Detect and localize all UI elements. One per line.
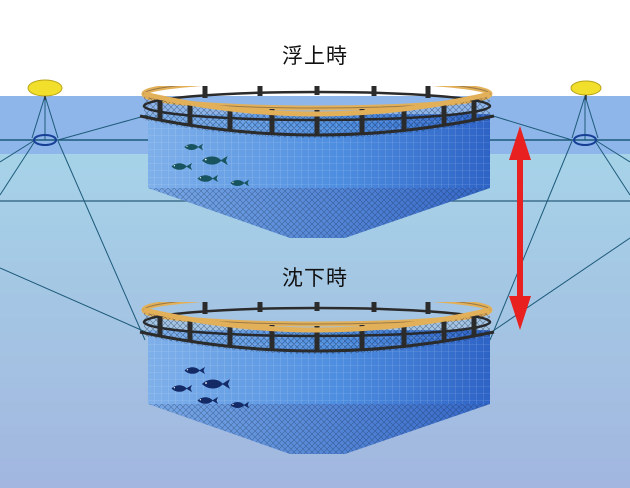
- sky: [0, 0, 630, 96]
- buoy-right-icon: [570, 80, 602, 100]
- float-ring-left-icon: [33, 134, 57, 146]
- buoy-left-icon: [27, 79, 63, 100]
- float-ring-right-icon: [573, 134, 597, 146]
- double-arrow-icon: [509, 126, 531, 330]
- label-submerged: 沈下時: [282, 266, 348, 290]
- label-floating: 浮上時: [282, 44, 348, 68]
